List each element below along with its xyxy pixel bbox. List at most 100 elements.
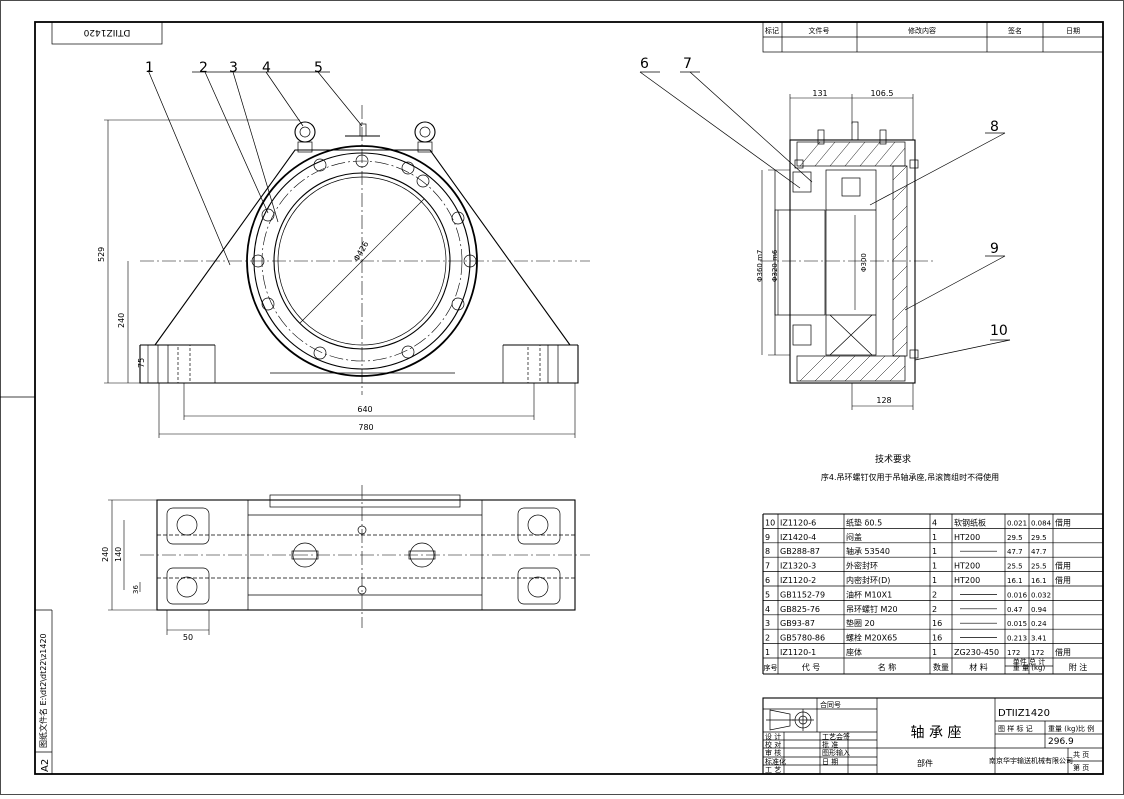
bom-header-weight-top: 单件 总 计 [1013, 657, 1045, 666]
section-dim-inner: Φ300 [860, 253, 868, 272]
bom-cell-unit: 0.213 [1007, 635, 1027, 643]
balloon-2: 2 [199, 60, 208, 76]
balloon-7: 7 [683, 56, 692, 72]
title-stage-label: 图 样 标 记 [998, 724, 1033, 733]
sheet-size-label: A2 [40, 759, 51, 772]
rev-header-mark: 标记 [765, 26, 779, 35]
bom-cell-unit: 0.015 [1007, 620, 1027, 628]
bom-cell-material: ZG230-450 [954, 648, 999, 657]
bom-cell-qty: 2 [932, 605, 937, 614]
plan-dim-offset: 50 [183, 633, 193, 642]
title-weight-label: 重量 (kg) [1048, 725, 1078, 733]
bom-cell-total: 25.5 [1031, 563, 1047, 571]
bom-cell-total: 29.5 [1031, 534, 1047, 542]
bom-cell-code: IZ1320-3 [780, 562, 816, 571]
balloon-3: 3 [229, 60, 238, 76]
bom-cell-total: 3.41 [1031, 635, 1047, 643]
bom-cell-qty: 1 [932, 533, 937, 542]
projection-symbol [766, 709, 814, 731]
plan-dim-width: 240 [101, 547, 110, 562]
bom-cell-material: HT200 [954, 533, 980, 542]
balloon-10: 10 [990, 323, 1008, 339]
bom-cell-note: 借用 [1055, 517, 1071, 527]
bom-cell-note: 借用 [1055, 647, 1071, 657]
rev-header-sign: 签名 [1008, 26, 1022, 35]
bom-cell-name: 油杯 M10X1 [846, 589, 892, 599]
lifting-eye-left [294, 121, 316, 153]
bom-cell-unit: 0.47 [1007, 606, 1023, 614]
bom-cell-total: 0.084 [1031, 519, 1052, 527]
bom-cell-no: 9 [765, 533, 770, 542]
title-role-review: 审 核 [765, 748, 781, 757]
bom-cell-unit: 172 [1007, 649, 1020, 657]
bom-header-material: 材 料 [969, 662, 988, 672]
front-view: Φ426 529 240 75 640 780 [97, 69, 590, 438]
title-role-process: 工 艺 [765, 766, 781, 774]
bom-cell-qty: 1 [932, 547, 937, 556]
bom-cell-code: GB1152-79 [780, 590, 825, 599]
bom-header-qty: 数量 [933, 662, 949, 672]
bom-cell-unit: 47.7 [1007, 548, 1023, 556]
flipped-drawing-code: DTIIZ1420 [83, 27, 130, 37]
bom-cell-no: 10 [765, 518, 775, 527]
bom-cell-total: 0.032 [1031, 591, 1051, 599]
bom-cell-name: 螺栓 M20X65 [846, 633, 897, 643]
bom-cell-total: 0.94 [1031, 606, 1047, 614]
bom-cell-total: 16.1 [1031, 577, 1047, 585]
title-role-design: 设 计 [765, 732, 781, 741]
title-part-type: 部件 [917, 758, 933, 768]
balloon-4: 4 [262, 60, 271, 76]
bom-cell-material: 软钢纸板 [954, 517, 986, 527]
title-block: 合同号 轴 承 座 部件 DTIIZ1420 图 样 标 记 重量 (kg) 比… [762, 697, 1104, 775]
bom-header-name: 名 称 [878, 662, 897, 672]
rev-header-file: 文件号 [809, 26, 830, 35]
bom-cell-qty: 1 [932, 562, 937, 571]
lifting-eye-right [414, 121, 436, 153]
section-hatch-right [892, 165, 908, 357]
title-role2-process-sign: 工艺会签 [822, 732, 850, 741]
bom-cell-material: HT200 [954, 562, 980, 571]
bom-cell-name: 垫圈 20 [846, 618, 875, 628]
rev-header-date: 日期 [1066, 27, 1080, 35]
title-part-name: 轴 承 座 [911, 725, 962, 741]
bom-cell-no: 1 [765, 648, 770, 657]
section-dim-bottom: 128 [876, 396, 891, 405]
bom-cell-code: GB5780-86 [780, 634, 825, 643]
bom-header-weight-bottom: 重 量 (kg) [1013, 664, 1046, 672]
bom-cell-code: IZ1120-2 [780, 576, 816, 585]
bom-cell-note: 借用 [1055, 575, 1071, 585]
front-bolt-span: 640 [357, 405, 372, 414]
balloon-9: 9 [990, 241, 999, 257]
bom-cell-name: 内密封环(D) [846, 575, 890, 585]
bom-cell-name: 吊环螺钉 M20 [846, 604, 898, 614]
section-view: 131 106.5 Φ360 m7 Φ320 m6 Φ300 128 [639, 71, 1011, 410]
revision-table: 标记 文件号 修改内容 签名 日期 [762, 21, 1104, 53]
section-dim-shaft: Φ320 m6 [771, 249, 779, 282]
balloon-5: 5 [314, 60, 323, 76]
title-sheet-no: 第 页 [1073, 763, 1089, 772]
title-scale-label: 比 例 [1078, 724, 1094, 733]
bom-cell-name: 闷盖 [846, 532, 862, 542]
balloon-6: 6 [640, 56, 649, 72]
bom-header-note: 附 注 [1069, 662, 1088, 672]
bom-cell-unit: 0.021 [1007, 519, 1027, 527]
title-company: 南京华宇输送机械有限公司 [989, 756, 1073, 765]
front-height-center: 240 [117, 313, 126, 328]
bom-cell-no: 2 [765, 634, 770, 643]
section-dim-right: 106.5 [871, 89, 894, 98]
file-name-vertical: 图纸文件名 E:\dt2\dt22\z1420 [38, 633, 48, 748]
bom-cell-no: 3 [765, 619, 770, 628]
front-bore-dim: Φ426 [352, 240, 371, 263]
title-role-standard: 标准化 [765, 757, 786, 766]
bom-cell-unit: 29.5 [1007, 534, 1023, 542]
bom-cell-name: 外密封环 [846, 561, 878, 571]
bom-cell-total: 0.24 [1031, 620, 1047, 628]
bom-cell-unit: 0.016 [1007, 591, 1028, 599]
tech-requirements-title: 技术要求 [875, 453, 911, 465]
section-dim-outer: Φ360 m7 [756, 250, 764, 282]
bolt-pattern [251, 154, 477, 360]
title-role2-date: 日 期 [822, 758, 838, 766]
bom-cell-qty: 2 [932, 590, 937, 599]
bom-cell-code: IZ1120-6 [780, 518, 816, 527]
bom-cell-code: IZ1120-1 [780, 648, 816, 657]
